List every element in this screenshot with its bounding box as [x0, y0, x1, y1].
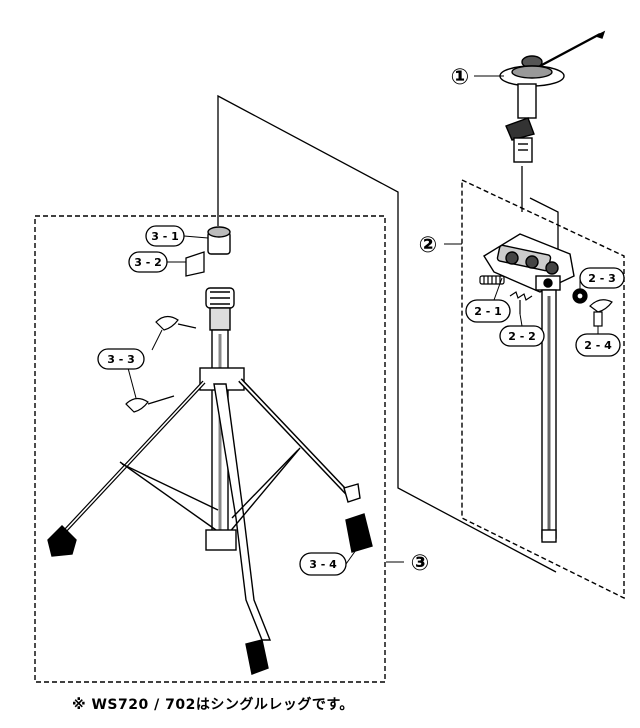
part-2-4-wing-bolt [589, 299, 613, 327]
part-3-2-bushing [185, 251, 205, 277]
label-3-2: 3 - 2 [128, 251, 168, 273]
part-3-1-cap [207, 226, 231, 255]
svg-text:3 - 1: 3 - 1 [151, 230, 179, 243]
label-2-1: 2 - 1 [465, 299, 511, 323]
group-3-box [34, 215, 386, 683]
footnote-single-leg: ※ WS720 / 702はシングルレッグです。 [72, 697, 354, 713]
part-3-3-wing-screw-lower [125, 395, 175, 413]
svg-text:3 - 2: 3 - 2 [134, 256, 162, 269]
part-3-legs [62, 367, 354, 641]
svg-text:3 - 3: 3 - 3 [107, 353, 135, 366]
svg-text:②: ② [419, 233, 438, 258]
label-2-3: 2 - 3 [579, 267, 625, 289]
part-3-3-wing-screw-upper [155, 315, 197, 331]
label-3-3: 3 - 3 [97, 348, 145, 370]
part-2-2-spring [509, 291, 533, 314]
leader-lines [127, 75, 599, 565]
part-2-3-nut [572, 288, 588, 304]
callout-2: ② [419, 233, 438, 258]
label-3-1: 3 - 1 [145, 225, 185, 247]
group-2-box [461, 178, 625, 600]
svg-text:2 - 3: 2 - 3 [588, 272, 616, 285]
part-2-pipe [541, 289, 557, 543]
part-2-clamp [483, 233, 575, 293]
part-2-1-bolt [479, 275, 505, 285]
svg-text:2 - 2: 2 - 2 [508, 330, 536, 343]
part-1-tilter [499, 30, 606, 163]
callout-3: ③ [411, 551, 430, 576]
svg-text:3 - 4: 3 - 4 [309, 558, 337, 571]
svg-text:2 - 4: 2 - 4 [584, 339, 612, 352]
callout-1: ① [451, 65, 470, 90]
svg-text:①: ① [451, 65, 470, 90]
assembly-line-3-to-2 [217, 94, 557, 573]
label-2-2: 2 - 2 [499, 325, 545, 347]
part-3-4-rubber-feet [47, 483, 373, 675]
svg-text:2 - 1: 2 - 1 [474, 305, 502, 318]
label-2-4: 2 - 4 [575, 333, 621, 357]
label-3-4: 3 - 4 [299, 552, 347, 576]
assembly-line-rod [529, 197, 559, 258]
svg-text:③: ③ [411, 551, 430, 576]
